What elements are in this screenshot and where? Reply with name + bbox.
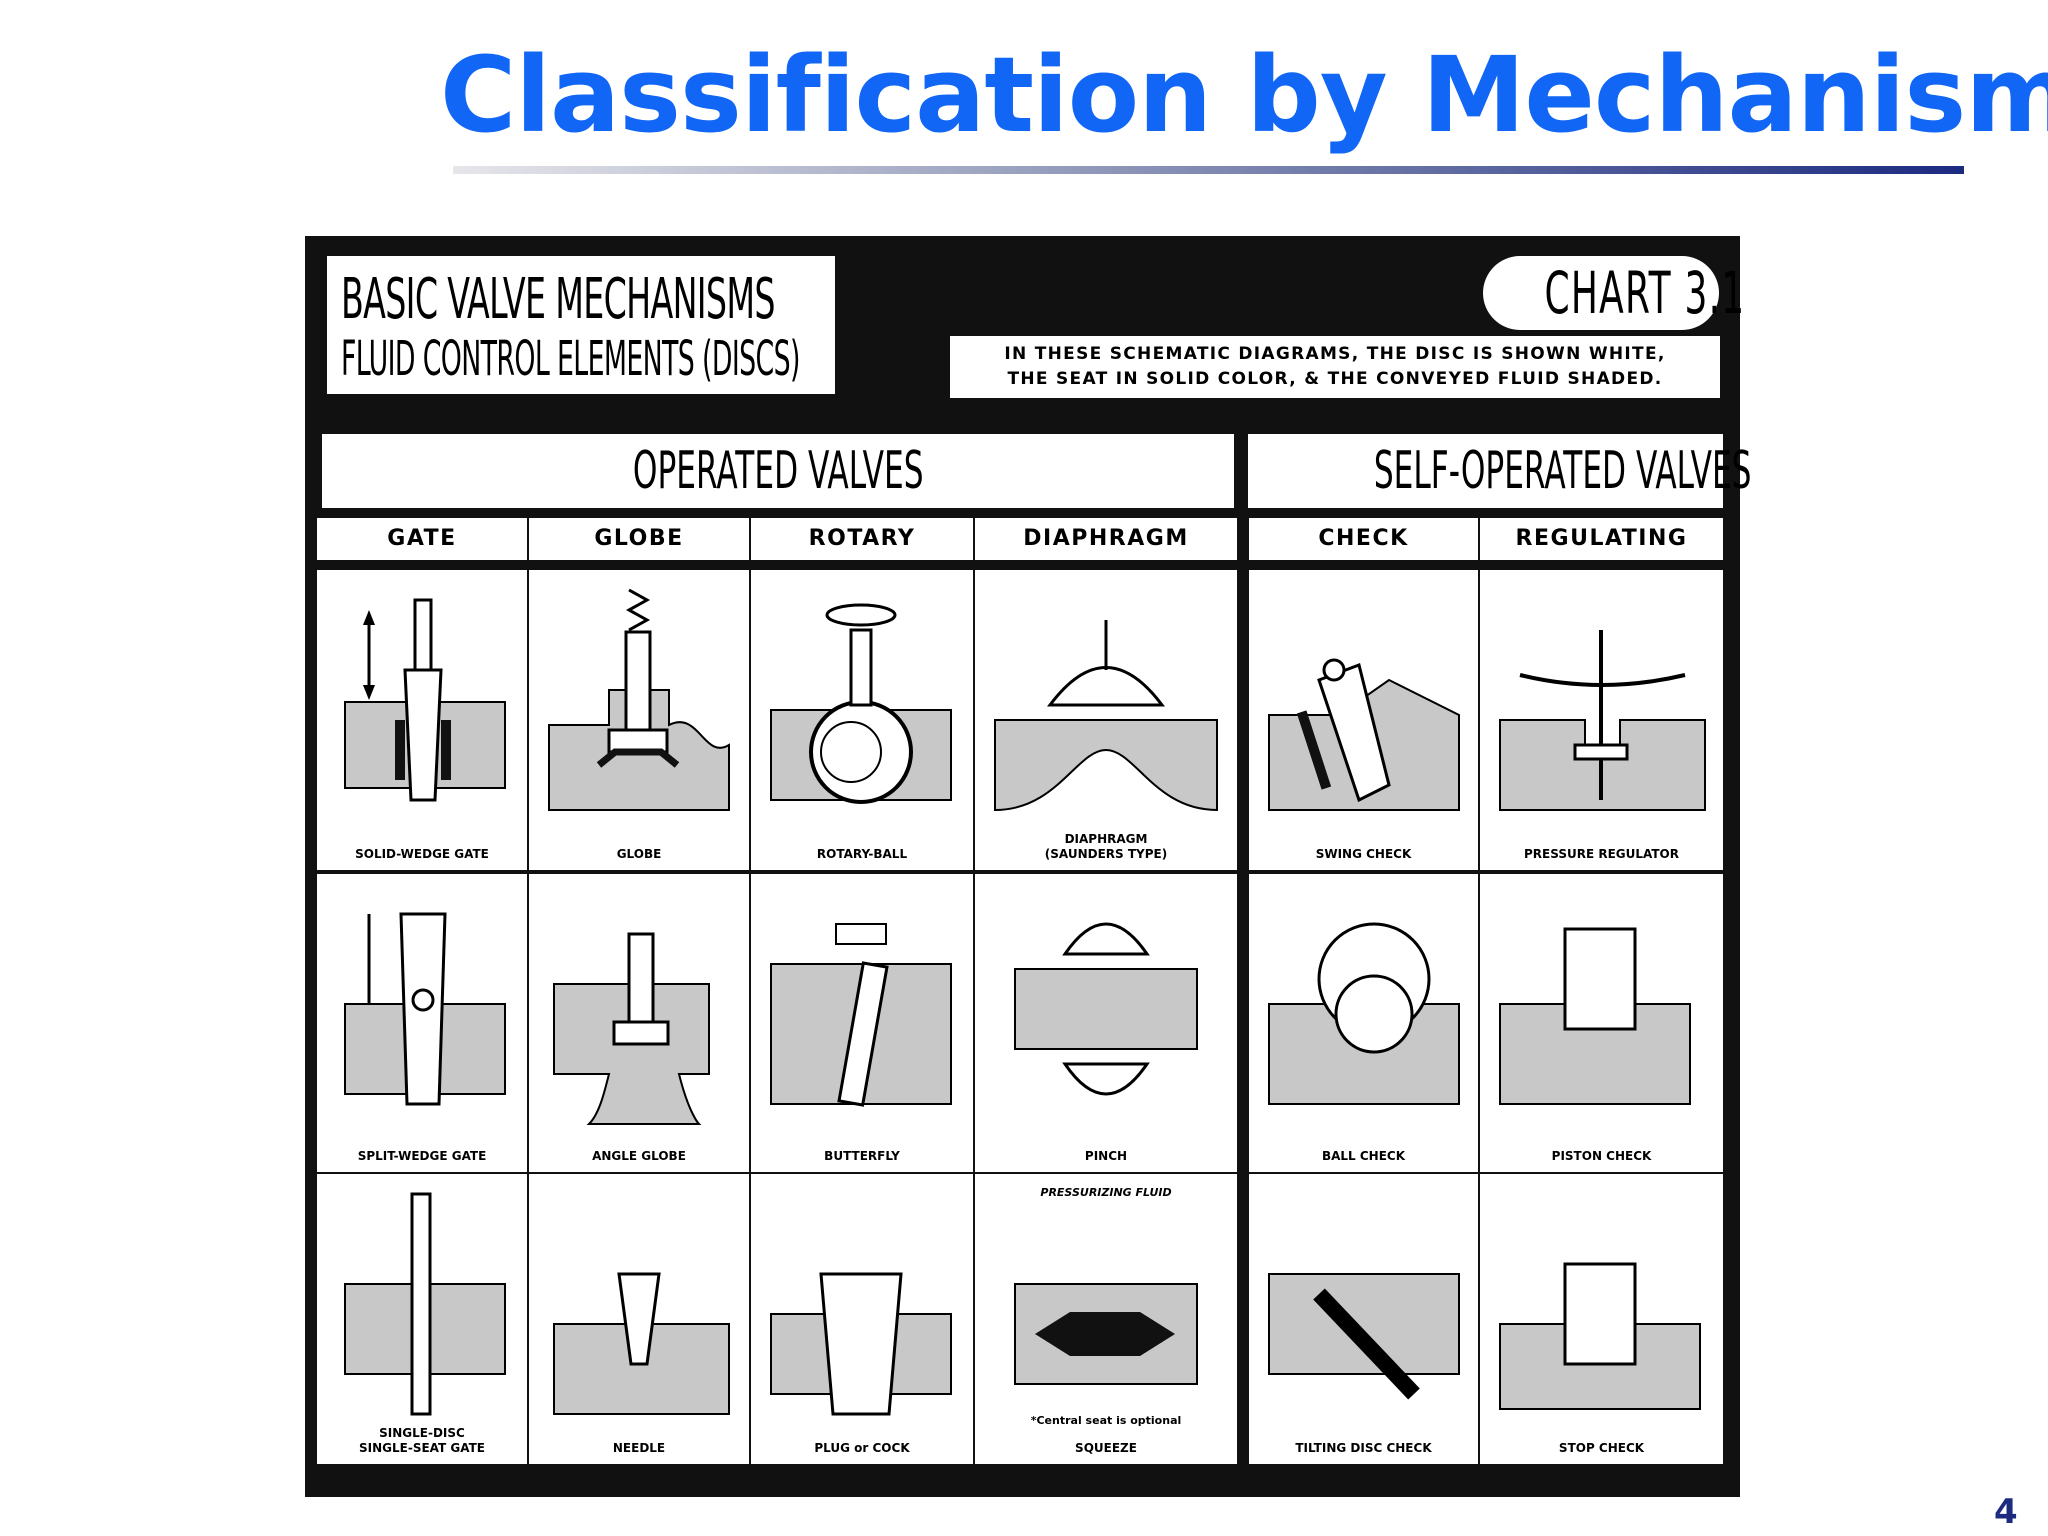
legend-note-line-1: IN THESE SCHEMATIC DIAGRAMS, THE DISC IS… — [1004, 344, 1666, 364]
cell-stop-check: STOP CHECK — [1480, 1174, 1723, 1464]
plug-cock-schematic — [770, 1272, 952, 1416]
label-piston-check: PISTON CHECK — [1551, 1149, 1652, 1163]
squeeze-top-note: PRESSURIZING FLUID — [1040, 1186, 1172, 1199]
globe-valve-schematic — [548, 588, 730, 811]
stop-check-schematic — [1499, 1262, 1701, 1410]
title-underline — [453, 166, 1964, 174]
label-swing-check: SWING CHECK — [1315, 847, 1412, 861]
single-disc-gate-schematic — [344, 1192, 506, 1416]
angle-globe-schematic — [553, 932, 710, 1125]
chart-number: CHART 3.1 — [1544, 259, 1746, 327]
column-header-gate: GATE — [317, 518, 527, 560]
column-header-diaphragm: DIAPHRAGM — [975, 518, 1237, 560]
cell-globe: GLOBE — [529, 570, 749, 870]
cell-plug-or-cock: PLUG or COCK — [751, 1174, 973, 1464]
poster-title-box: BASIC VALVE MECHANISMS FLUID CONTROL ELE… — [327, 256, 835, 394]
label-ball-check: BALL CHECK — [1321, 1149, 1406, 1163]
group-header-self-operated-label: SELF-OPERATED VALVES — [1373, 441, 1752, 501]
label-split-wedge-gate: SPLIT-WEDGE GATE — [357, 1149, 487, 1163]
cell-pinch: PINCH — [975, 874, 1237, 1172]
poster-subtitle: FLUID CONTROL ELEMENTS (DISCS) — [341, 331, 800, 387]
cell-needle: NEEDLE — [529, 1174, 749, 1464]
needle-valve-schematic — [553, 1272, 730, 1415]
group-header-operated-label: OPERATED VALVES — [632, 441, 924, 501]
column-header-globe: GLOBE — [529, 518, 749, 560]
label-needle: NEEDLE — [612, 1441, 666, 1455]
tilting-disc-check-schematic — [1268, 1273, 1460, 1400]
cell-swing-check: SWING CHECK — [1249, 570, 1478, 870]
split-wedge-gate-schematic — [344, 912, 506, 1106]
label-pressure-regulator: PRESSURE REGULATOR — [1524, 847, 1679, 861]
cell-squeeze: PRESSURIZING FLUID *Central seat is opti… — [975, 1174, 1237, 1464]
cell-solid-wedge-gate: SOLID-WEDGE GATE — [317, 570, 527, 870]
label-plug-or-cock: PLUG or COCK — [814, 1441, 910, 1455]
pinch-schematic — [1014, 922, 1198, 1096]
cell-angle-globe: ANGLE GLOBE — [529, 874, 749, 1172]
cell-single-disc-single-seat-gate: SINGLE-DISC SINGLE-SEAT GATE — [317, 1174, 527, 1464]
group-header-self-operated: SELF-OPERATED VALVES — [1248, 434, 1751, 508]
cell-tilting-disc-check: TILTING DISC CHECK — [1249, 1174, 1478, 1464]
label-rotary-ball: ROTARY-BALL — [816, 847, 908, 861]
chart-number-badge: CHART 3.1 — [1483, 256, 1744, 330]
legend-note-line-2: THE SEAT IN SOLID COLOR, & THE CONVEYED … — [1007, 369, 1663, 389]
solid-wedge-gate-schematic — [344, 598, 506, 802]
label-angle-globe: ANGLE GLOBE — [592, 1149, 686, 1163]
ball-check-schematic — [1268, 922, 1460, 1105]
page-number: 4 — [1994, 1492, 2018, 1532]
label-solid-wedge-gate: SOLID-WEDGE GATE — [355, 847, 489, 861]
rotary-ball-schematic — [770, 603, 952, 804]
column-header-regulating: REGULATING — [1480, 518, 1723, 560]
label-stop-check: STOP CHECK — [1558, 1441, 1645, 1455]
squeeze-bottom-note: *Central seat is optional — [1030, 1414, 1182, 1427]
cell-pressure-regulator: PRESSURE REGULATOR — [1480, 570, 1723, 870]
slide-title: Classification by Mechanism — [440, 34, 2048, 156]
label-globe: GLOBE — [616, 847, 662, 861]
label-butterfly: BUTTERFLY — [824, 1149, 900, 1163]
cell-ball-check: BALL CHECK — [1249, 874, 1478, 1172]
valve-chart-poster: BASIC VALVE MECHANISMS FLUID CONTROL ELE… — [305, 236, 1751, 1497]
label-single-disc-single-seat-gate: SINGLE-DISC SINGLE-SEAT GATE — [359, 1426, 485, 1455]
poster-title: BASIC VALVE MECHANISMS — [341, 267, 776, 332]
label-diaphragm-saunders: DIAPHRAGM (SAUNDERS TYPE) — [1044, 832, 1168, 861]
swing-check-schematic — [1268, 658, 1460, 811]
column-header-check: CHECK — [1249, 518, 1478, 560]
piston-check-schematic — [1499, 927, 1691, 1105]
cell-butterfly: BUTTERFLY — [751, 874, 973, 1172]
cell-piston-check: PISTON CHECK — [1480, 874, 1723, 1172]
pressure-regulator-schematic — [1499, 630, 1706, 811]
legend-note: IN THESE SCHEMATIC DIAGRAMS, THE DISC IS… — [950, 336, 1720, 398]
cell-split-wedge-gate: SPLIT-WEDGE GATE — [317, 874, 527, 1172]
butterfly-schematic — [770, 923, 952, 1107]
label-tilting-disc-check: TILTING DISC CHECK — [1295, 1441, 1432, 1455]
cell-rotary-ball: ROTARY-BALL — [751, 570, 973, 870]
group-header-operated: OPERATED VALVES — [322, 434, 1234, 508]
label-pinch: PINCH — [1084, 1149, 1128, 1163]
diaphragm-schematic — [994, 620, 1218, 812]
column-header-rotary: ROTARY — [751, 518, 973, 560]
label-squeeze: SQUEEZE — [1075, 1441, 1137, 1455]
squeeze-schematic — [1014, 1283, 1198, 1385]
cell-diaphragm-saunders: DIAPHRAGM (SAUNDERS TYPE) — [975, 570, 1237, 870]
